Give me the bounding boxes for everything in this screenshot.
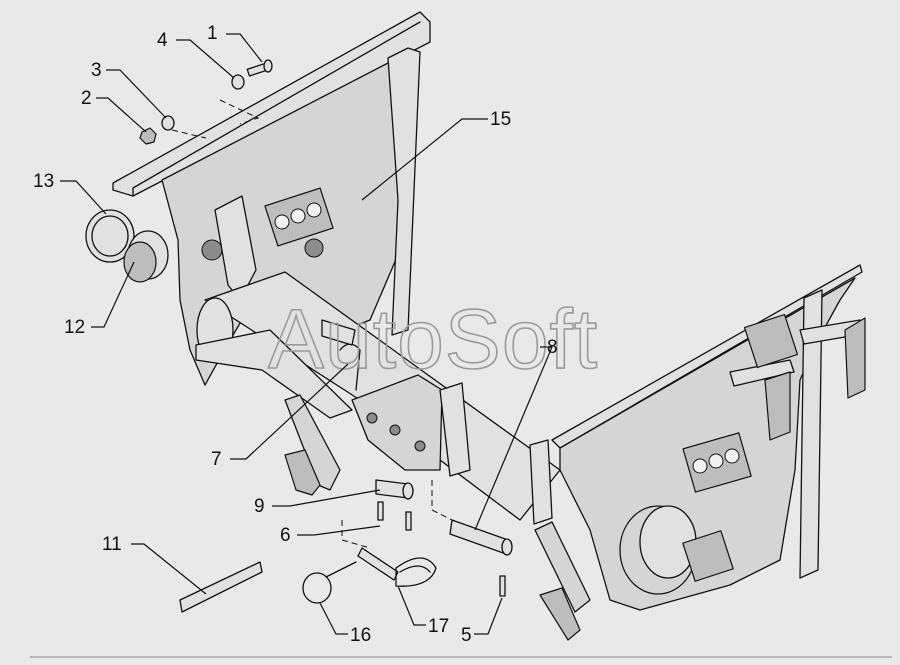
bolt-part [246, 59, 273, 77]
washer-part [231, 74, 245, 90]
callout-17: 17 [428, 616, 449, 637]
callout-8: 8 [547, 337, 558, 358]
ring-pin-part [302, 561, 357, 604]
watermark: AutoSoft [268, 292, 598, 386]
callout-labels: 1 2 3 4 5 6 7 8 9 11 12 13 15 16 17 [33, 23, 558, 646]
callout-1: 1 [207, 23, 218, 44]
washer-part [161, 115, 175, 131]
leader-lines [60, 33, 553, 635]
spring-pin-part [499, 575, 506, 597]
callout-7: 7 [211, 449, 222, 470]
callout-5: 5 [461, 625, 472, 646]
spring-pin-part [377, 501, 384, 521]
callout-2: 2 [81, 88, 92, 109]
callout-15: 15 [490, 109, 511, 130]
sleeve-part [123, 230, 169, 283]
nut-part [139, 127, 157, 145]
callout-4: 4 [157, 30, 168, 51]
clamp-ring-part [85, 209, 135, 263]
pin-part [375, 479, 414, 500]
callout-3: 3 [91, 60, 102, 81]
callout-12: 12 [64, 317, 85, 338]
right-frame-plate [439, 264, 866, 641]
pin-part [449, 519, 513, 556]
callout-6: 6 [280, 525, 291, 546]
callout-11: 11 [102, 534, 122, 555]
callout-16: 16 [350, 625, 371, 646]
callout-9: 9 [254, 496, 265, 517]
handle-pin-part [357, 547, 437, 587]
bar-part [179, 561, 263, 613]
hardware-parts [85, 59, 513, 613]
spring-pin-part [405, 511, 412, 531]
callout-13: 13 [33, 171, 54, 192]
assembly-lines [171, 99, 453, 549]
